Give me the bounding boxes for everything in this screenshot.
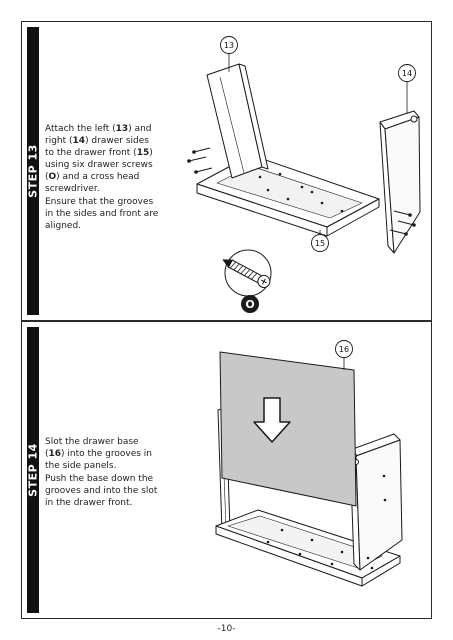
- step-label-bar: STEP 14: [26, 327, 40, 613]
- instruction-segment: Attach the left (: [45, 124, 116, 134]
- panel-holes: [258, 172, 344, 213]
- part-number: 16: [48, 449, 62, 459]
- part-number: 14: [72, 136, 86, 146]
- right-side-panel: [349, 433, 403, 571]
- callout-15-text: 15: [315, 239, 325, 248]
- drawer-base-insertion-illustration: 16: [215, 340, 403, 587]
- left-side-panel: [206, 63, 269, 179]
- part-number: O: [48, 172, 57, 182]
- step-14-instructions: Slot the drawer base (16) into the groov…: [45, 436, 160, 510]
- drawer-base-panel: [219, 351, 357, 507]
- drawer-sides-assembly-illustration: 13 14 15: [187, 36, 421, 313]
- step-13-panel: STEP 13 Attach the left (13) and right (…: [21, 21, 432, 321]
- instruction-segment: ) drawer sides to the drawer front (: [45, 136, 149, 158]
- callout-14-text: 14: [402, 69, 412, 78]
- step-label-bar: STEP 13: [26, 27, 40, 315]
- callout-14-badge: 14: [398, 64, 416, 82]
- page-number: -10-: [217, 624, 236, 634]
- callout-13-text: 13: [224, 41, 234, 50]
- part-number: 13: [115, 124, 129, 134]
- step-14-text: Slot the drawer base (16) into the groov…: [45, 436, 160, 472]
- drawer-front-panel: [196, 154, 380, 237]
- instruction-segment: ) and right (: [45, 124, 152, 146]
- screw-detail-illustration: [222, 249, 272, 297]
- instruction-segment: Slot the drawer base (: [45, 437, 139, 459]
- instruction-segment: ) into the grooves in the side panels.: [45, 449, 152, 471]
- instruction-segment: ) and a cross head screwdriver.: [45, 172, 140, 194]
- step-14-note: Push the base down the grooves and into …: [45, 474, 158, 508]
- drawer-screws: [188, 147, 415, 235]
- part-number: 15: [136, 148, 150, 158]
- instruction-segment: ) using six drawer screws (: [45, 148, 153, 182]
- callout-16-badge: 16: [335, 340, 353, 358]
- screw-o-label: O: [245, 298, 254, 311]
- step-13-label: STEP 13: [26, 144, 40, 198]
- down-arrow-icon: [253, 397, 291, 443]
- callout-15-badge: 15: [311, 234, 329, 252]
- step-14-panel: STEP 14 Slot the drawer base (16) into t…: [21, 321, 432, 619]
- panel-holes: [266, 474, 387, 570]
- step-13-instructions: Attach the left (13) and right (14) draw…: [45, 123, 160, 233]
- screw-o-badge: O: [241, 295, 259, 313]
- right-side-panel: [379, 110, 421, 254]
- callout-16-text: 16: [339, 345, 349, 354]
- step-13-text: Attach the left (13) and right (14) draw…: [45, 123, 160, 195]
- step-13-note: Ensure that the grooves in the sides and…: [45, 197, 159, 231]
- step-14-label: STEP 14: [26, 443, 40, 497]
- callout-13-badge: 13: [220, 36, 238, 54]
